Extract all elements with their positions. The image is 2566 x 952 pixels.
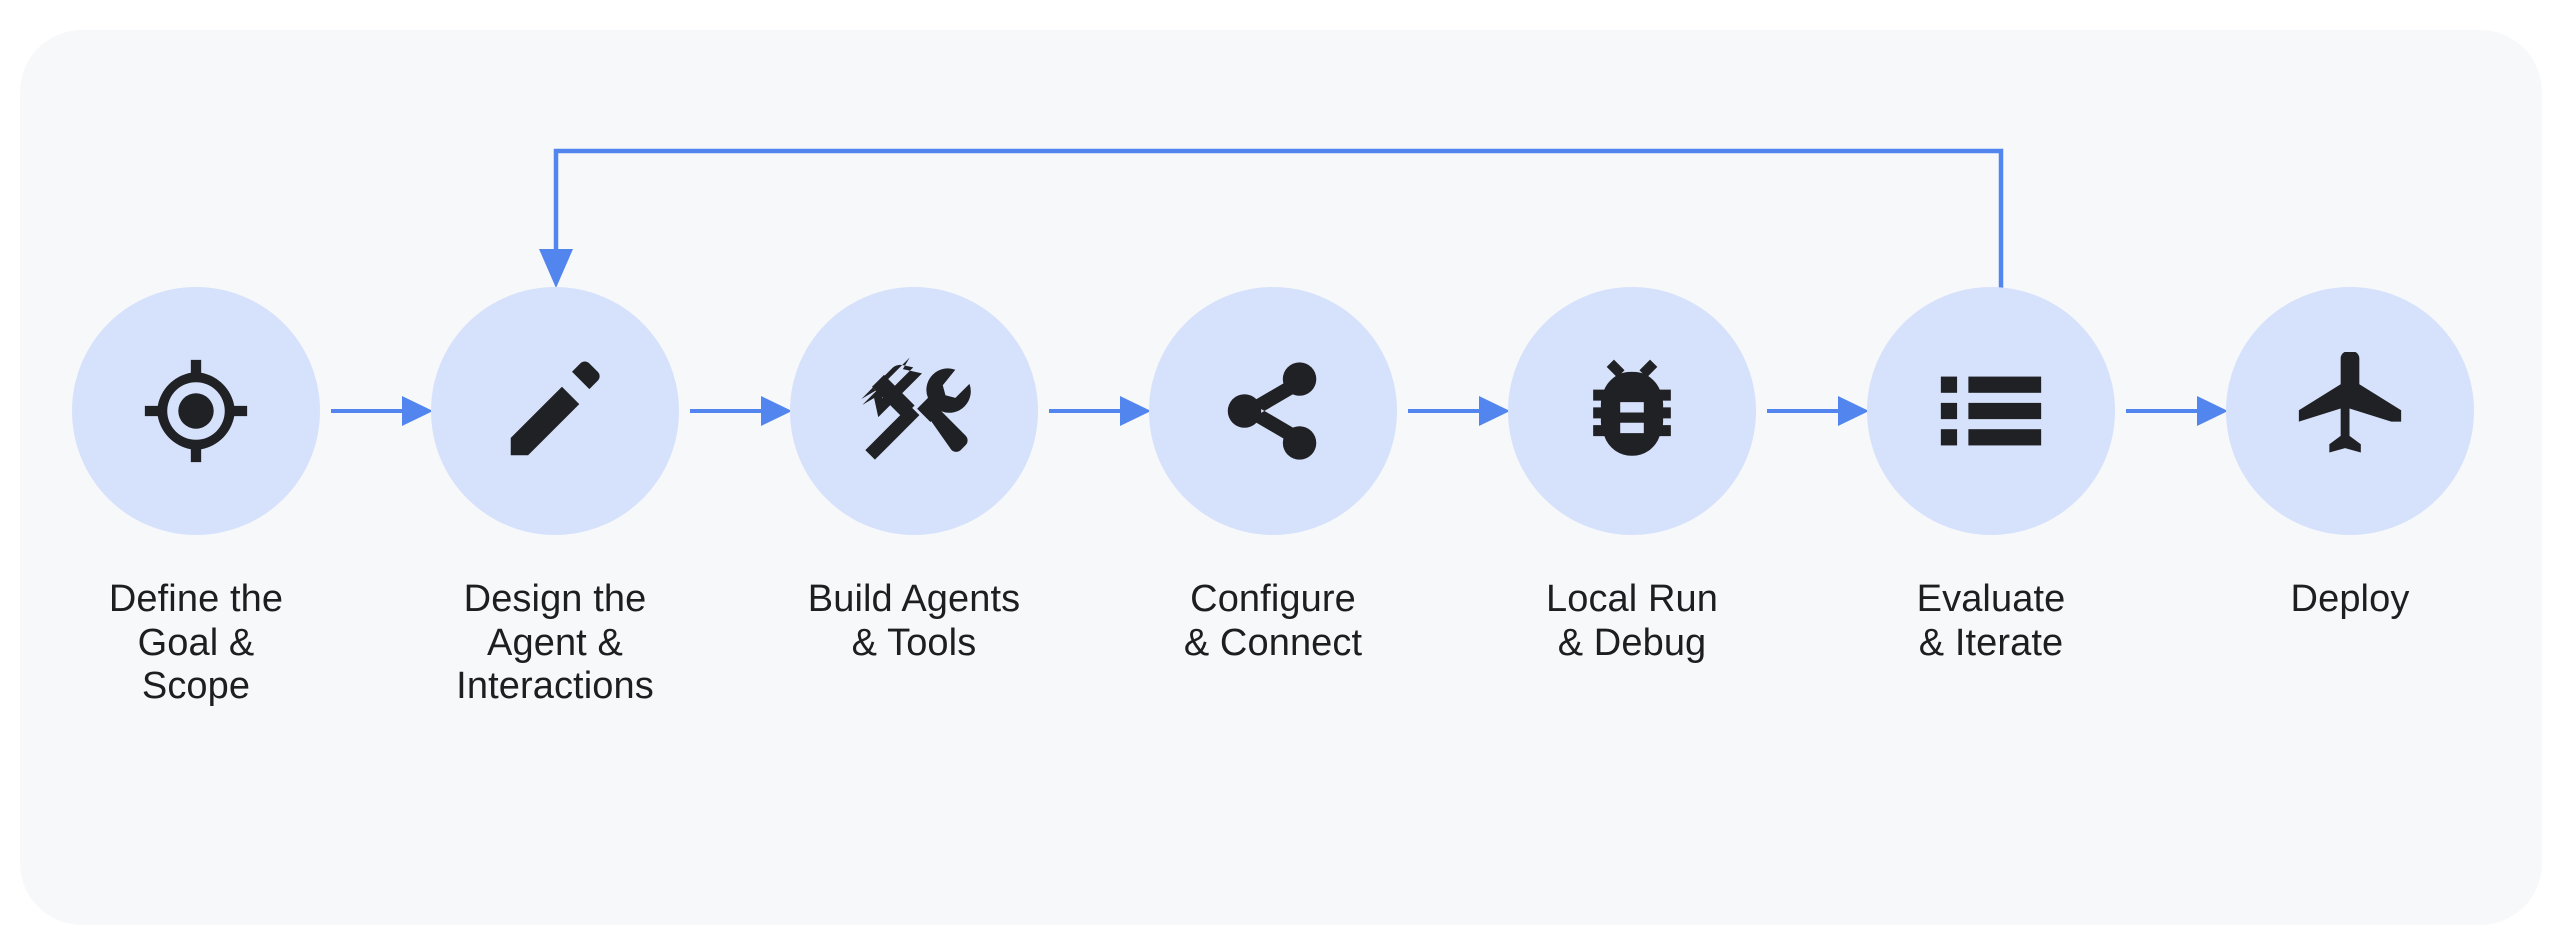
step-label-5: Local Run & Debug <box>1545 578 1718 664</box>
step-local-run-and-debug[interactable]: Local Run & Debug <box>1508 287 1756 665</box>
step-icon-bubble-6 <box>1867 287 2115 535</box>
step-label-7: Deploy <box>2290 578 2410 620</box>
step-label-2: Design the Agent & Interactions <box>456 578 654 708</box>
bug-icon <box>1593 359 1671 456</box>
step-icon-bubble-1 <box>72 287 320 535</box>
step-icon-bubble-7 <box>2226 287 2474 535</box>
bulleted-list-icon <box>1940 376 2042 446</box>
pencil-edit-icon <box>510 361 600 456</box>
step-icon-bubble-4 <box>1149 287 1397 535</box>
step-icon-bubble-3 <box>790 287 1038 535</box>
step-build-agents-and-tools[interactable]: Build Agents & Tools <box>790 287 1038 665</box>
step-deploy[interactable]: Deploy <box>2226 287 2474 622</box>
step-icon-bubble-5 <box>1508 287 1756 535</box>
step-design-the-agent-and-interactions[interactable]: Design the Agent & Interactions <box>431 287 679 709</box>
step-label-1: Define the Goal & Scope <box>108 578 284 708</box>
crosshair-target-icon <box>144 359 248 463</box>
step-define-the-goal-and-scope[interactable]: Define the Goal & Scope <box>72 287 320 709</box>
share-nodes-icon <box>1227 362 1317 460</box>
step-evaluate-and-iterate[interactable]: Evaluate & Iterate <box>1867 287 2115 665</box>
hammer-wrench-tools-icon <box>861 357 971 460</box>
step-label-6: Evaluate & Iterate <box>1916 578 2066 664</box>
step-configure-and-connect[interactable]: Configure & Connect <box>1149 287 1397 665</box>
step-icon-bubble-2 <box>431 287 679 535</box>
airplane-icon <box>2298 352 2402 453</box>
step-label-3: Build Agents & Tools <box>807 578 1021 664</box>
step-label-4: Configure & Connect <box>1183 578 1363 664</box>
